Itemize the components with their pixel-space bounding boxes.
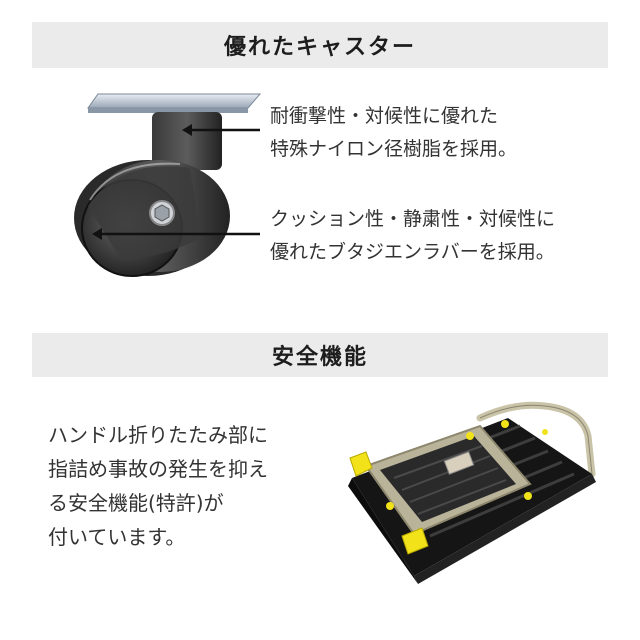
safety-line4: 付いています。 <box>48 525 186 549</box>
callout-rubber-line1: クッション性・静粛性・対候性に <box>270 208 556 230</box>
section-heading-safety-text: 安全機能 <box>271 345 368 370</box>
safety-line3: る安全機能(特許)が <box>48 491 224 515</box>
callout-rubber: クッション性・静粛性・対候性に 優れたブタジエンラバーを採用。 <box>270 203 555 269</box>
safety-line2: 指詰め事故の発生を抑え <box>48 457 268 481</box>
folded-cart-image <box>348 401 596 584</box>
section-heading-safety: 安全機能 <box>32 333 608 377</box>
section-heading-casters: 優れたキャスター <box>32 22 608 68</box>
section-heading-casters-text: 優れたキャスター <box>223 35 416 60</box>
safety-line1: ハンドル折りたたみ部に <box>48 423 268 447</box>
caster-wheel-image <box>74 93 262 277</box>
callout-nylon: 耐衝撃性・対候性に優れた 特殊ナイロン径樹脂を採用。 <box>270 100 517 166</box>
callout-rubber-line2: 優れたブタジエンラバーを採用。 <box>270 241 555 263</box>
safety-description: ハンドル折りたたみ部に 指詰め事故の発生を抑え る安全機能(特許)が 付いていま… <box>48 418 268 554</box>
callout-nylon-line1: 耐衝撃性・対候性に優れた <box>270 105 499 127</box>
callout-nylon-line2: 特殊ナイロン径樹脂を採用。 <box>270 138 518 160</box>
